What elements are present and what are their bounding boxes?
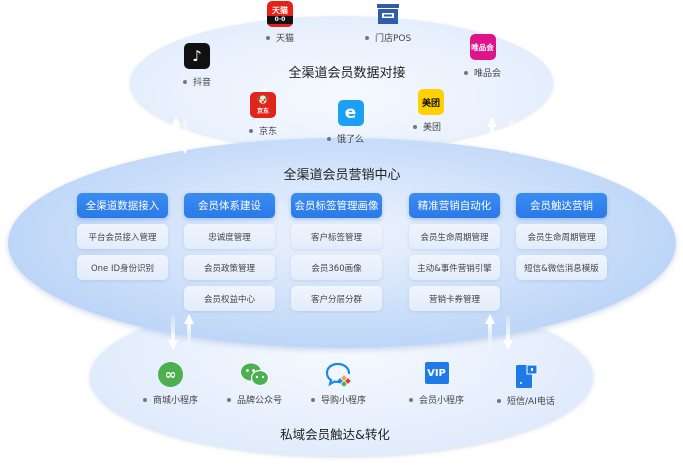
module-item[interactable]: One ID身份识别: [77, 255, 168, 280]
channel-eleme: e 饿了么: [327, 100, 364, 145]
arrow-down-icon: [168, 316, 178, 350]
touchpoint-member-miniprogram: VIP 会员小程序: [409, 362, 464, 406]
jd-label: 京东: [259, 127, 278, 137]
vip-icon: VIP: [424, 362, 449, 384]
touchpoint-mall-miniprogram: ∞ 商城小程序: [143, 362, 198, 406]
module-header[interactable]: 会员标签管理画像: [291, 193, 382, 218]
top-section-title: 全渠道会员数据对接: [288, 66, 406, 81]
touchpoint-guide-miniprogram: 导购小程序: [311, 362, 366, 406]
module-column-tag-profile: 会员标签管理画像 客户标签管理 会员360画像 客户分层分群: [291, 193, 382, 311]
module-column-reach-marketing: 会员触达营销 会员生命周期管理 短信&微信消息模版: [516, 193, 607, 280]
store-pos-label: 门店POS: [375, 34, 412, 44]
arrow-down-icon: [503, 316, 513, 350]
arrow-down-icon: [506, 120, 516, 154]
module-item[interactable]: 会员360画像: [291, 255, 382, 280]
channel-jd: 🐶 京东 京东: [249, 92, 277, 137]
module-item[interactable]: 客户分层分群: [291, 286, 382, 311]
miniprogram-icon: ∞: [158, 362, 183, 387]
module-item[interactable]: 短信&微信消息模版: [516, 255, 607, 280]
module-header[interactable]: 全渠道数据接入: [77, 193, 168, 218]
module-header[interactable]: 会员触达营销: [516, 193, 607, 218]
wechat-icon: [240, 362, 270, 387]
meituan-icon: 美团: [418, 89, 444, 115]
module-item[interactable]: 营销卡券管理: [409, 286, 500, 311]
module-item[interactable]: 会员权益中心: [184, 286, 275, 311]
channel-vipshop: 唯品会 唯品会: [464, 34, 501, 79]
module-header[interactable]: 精准营销自动化: [409, 193, 500, 218]
module-column-membership-system: 会员体系建设 忠诚度管理 会员政策管理 会员权益中心: [184, 193, 275, 311]
wecom-chat-icon: [325, 362, 353, 388]
tmall-icon: 天猫 0·0: [267, 1, 293, 27]
module-item[interactable]: 忠诚度管理: [184, 224, 275, 249]
arrow-up-icon: [184, 314, 194, 348]
douyin-icon: ♪: [184, 43, 210, 69]
channel-meituan: 美团 美团: [410, 89, 444, 133]
vipshop-icon: 唯品会: [469, 34, 496, 60]
touchpoint-sms-ai-phone: 短信/AI电话: [497, 364, 555, 407]
arrow-up-icon: [171, 117, 181, 149]
module-item[interactable]: 会员生命周期管理: [409, 224, 500, 249]
douyin-label: 抖音: [193, 78, 212, 88]
module-item[interactable]: 平台会员接入管理: [77, 224, 168, 249]
eleme-icon: e: [337, 100, 364, 126]
jd-icon: 🐶 京东: [250, 92, 276, 118]
store-pos-icon: [375, 3, 401, 25]
eleme-label: 饿了么: [337, 135, 365, 145]
arrow-up-icon: [485, 314, 495, 348]
module-header[interactable]: 会员体系建设: [184, 193, 275, 218]
member-miniprogram-label: 会员小程序: [419, 396, 465, 406]
touchpoint-brand-official-account: 品牌公众号: [227, 362, 282, 406]
arrow-up-icon: [487, 117, 497, 149]
tmall-label: 天猫: [276, 34, 295, 44]
vipshop-label: 唯品会: [474, 69, 502, 79]
module-item[interactable]: 客户标签管理: [291, 224, 382, 249]
guide-miniprogram-label: 导购小程序: [321, 396, 367, 406]
module-item[interactable]: 会员生命周期管理: [516, 224, 607, 249]
module-item[interactable]: 会员政策管理: [184, 255, 275, 280]
channel-tmall: 天猫 0·0 天猫: [266, 1, 294, 44]
module-item[interactable]: 主动&事件营销引擎: [409, 255, 500, 280]
meituan-label: 美团: [422, 123, 441, 133]
brand-official-account-label: 品牌公众号: [237, 396, 283, 406]
channel-store-pos: 门店POS: [365, 3, 411, 44]
middle-section-title: 全渠道会员营销中心: [283, 168, 401, 183]
arrow-down-icon: [180, 120, 190, 154]
module-column-data-access: 全渠道数据接入 平台会员接入管理 One ID身份识别: [77, 193, 168, 280]
module-column-marketing-automation: 精准营销自动化 会员生命周期管理 主动&事件营销引擎 营销卡券管理: [409, 193, 500, 311]
sms-ai-phone-label: 短信/AI电话: [507, 397, 555, 407]
bottom-section-title: 私域会员触达&转化: [280, 427, 390, 442]
mall-miniprogram-label: 商城小程序: [153, 396, 199, 406]
phone-icon: [513, 364, 539, 388]
channel-douyin: ♪ 抖音: [183, 43, 211, 88]
